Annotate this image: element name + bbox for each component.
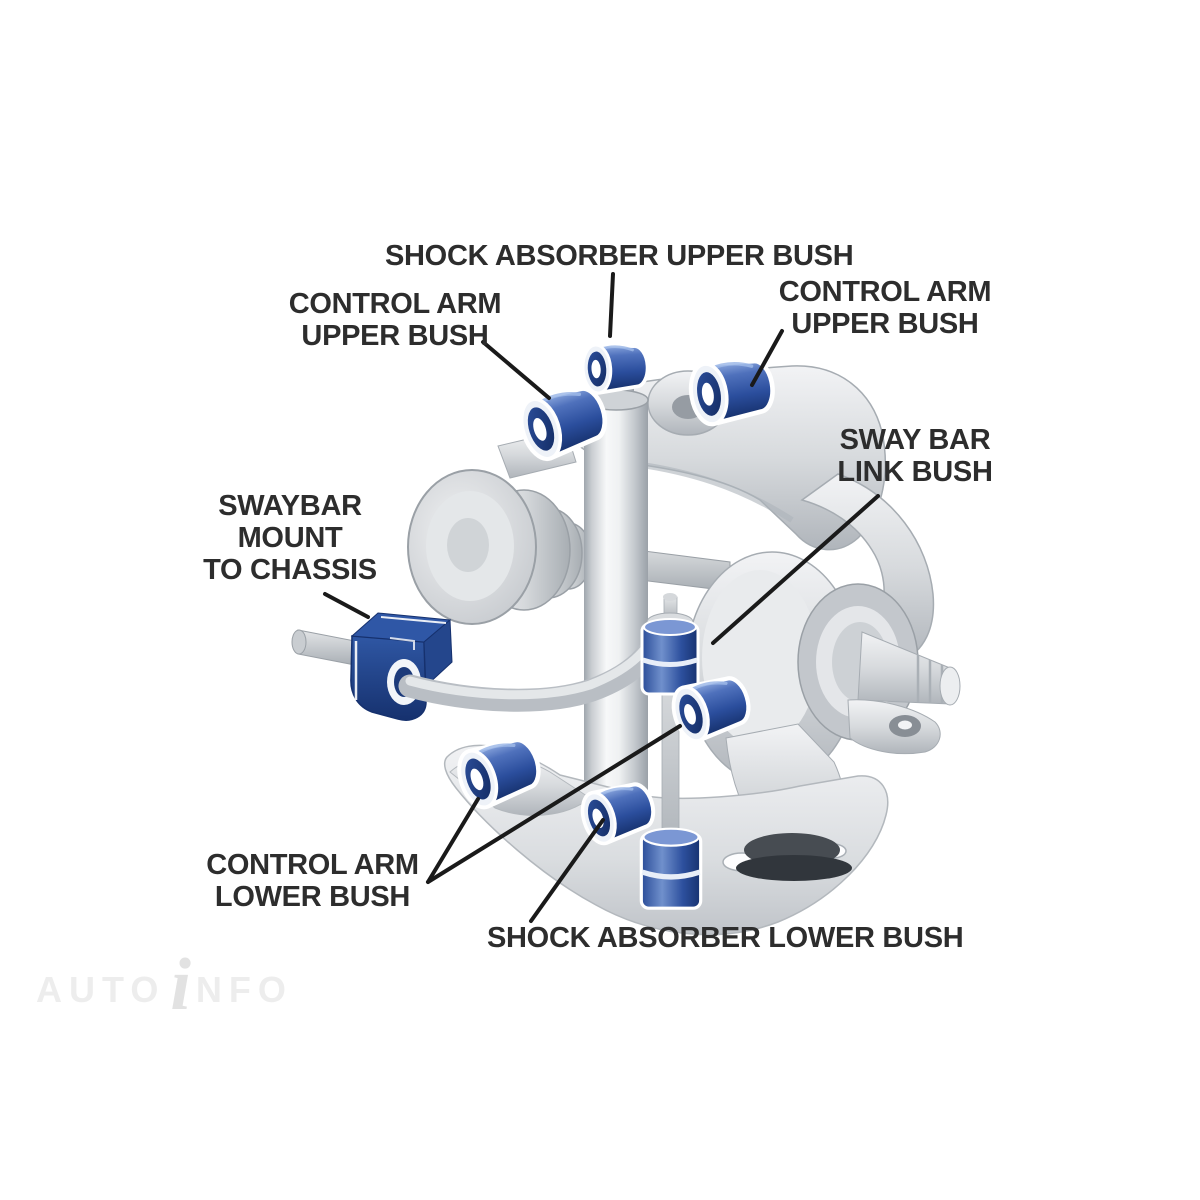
label-control-arm-upper-bush-left: CONTROL ARM UPPER BUSH (280, 288, 510, 352)
leader-swaybar-mount (323, 592, 370, 619)
label-line: UPPER BUSH (301, 320, 489, 352)
label-line: LOWER BUSH (214, 881, 411, 913)
label-swaybar-mount-to-chassis: SWAYBAR MOUNT TO CHASSIS (190, 490, 390, 586)
leader-sway-bar-link (711, 494, 880, 645)
label-shock-absorber-lower-bush: SHOCK ABSORBER LOWER BUSH (487, 922, 964, 954)
label-line: CONTROL ARM (778, 276, 992, 308)
label-line: SWAYBAR (218, 490, 362, 522)
label-line: TO CHASSIS (203, 554, 377, 586)
shock-absorber-upper-bush-part (579, 339, 651, 396)
autoinfo-watermark: AUTO i NFO (36, 948, 293, 1022)
leader-control-arm-upper-right (750, 329, 784, 387)
leader-shock-upper (608, 272, 615, 338)
label-line: MOUNT (237, 522, 343, 554)
sway-bar (398, 641, 660, 712)
leader-control-arm-lower-rear (426, 724, 682, 884)
label-line: LINK BUSH (837, 456, 993, 488)
label-control-arm-upper-bush-right: CONTROL ARM UPPER BUSH (770, 276, 1000, 340)
label-line: SHOCK ABSORBER UPPER BUSH (385, 240, 854, 272)
label-sway-bar-link-bush: SWAY BAR LINK BUSH (805, 424, 1025, 488)
leader-lines (323, 272, 880, 923)
leader-control-arm-upper-left (481, 340, 551, 400)
label-line: CONTROL ARM (288, 288, 502, 320)
sway-bar-end (291, 629, 361, 667)
cv-boot (407, 469, 593, 625)
label-line: SHOCK ABSORBER LOWER BUSH (487, 922, 964, 954)
sway-bar-link-bush-lower-part (641, 829, 700, 909)
watermark-auto-text: AUTO (36, 969, 166, 1010)
leader-shock-lower (529, 818, 605, 923)
brake-shadow (736, 833, 852, 881)
label-shock-absorber-upper-bush: SHOCK ABSORBER UPPER BUSH (385, 240, 854, 272)
watermark-i-letter: i (170, 944, 191, 1026)
swaybar-mount-bush-part (350, 612, 453, 721)
label-line: SWAY BAR (839, 424, 991, 456)
label-line: UPPER BUSH (791, 308, 979, 340)
sway-bar-link-bush-upper-part (642, 619, 698, 694)
label-line: CONTROL ARM (206, 849, 419, 881)
watermark-nfo-text: NFO (195, 969, 293, 1010)
leader-control-arm-lower-front (426, 797, 480, 884)
label-control-arm-lower-bush: CONTROL ARM LOWER BUSH (200, 849, 425, 913)
